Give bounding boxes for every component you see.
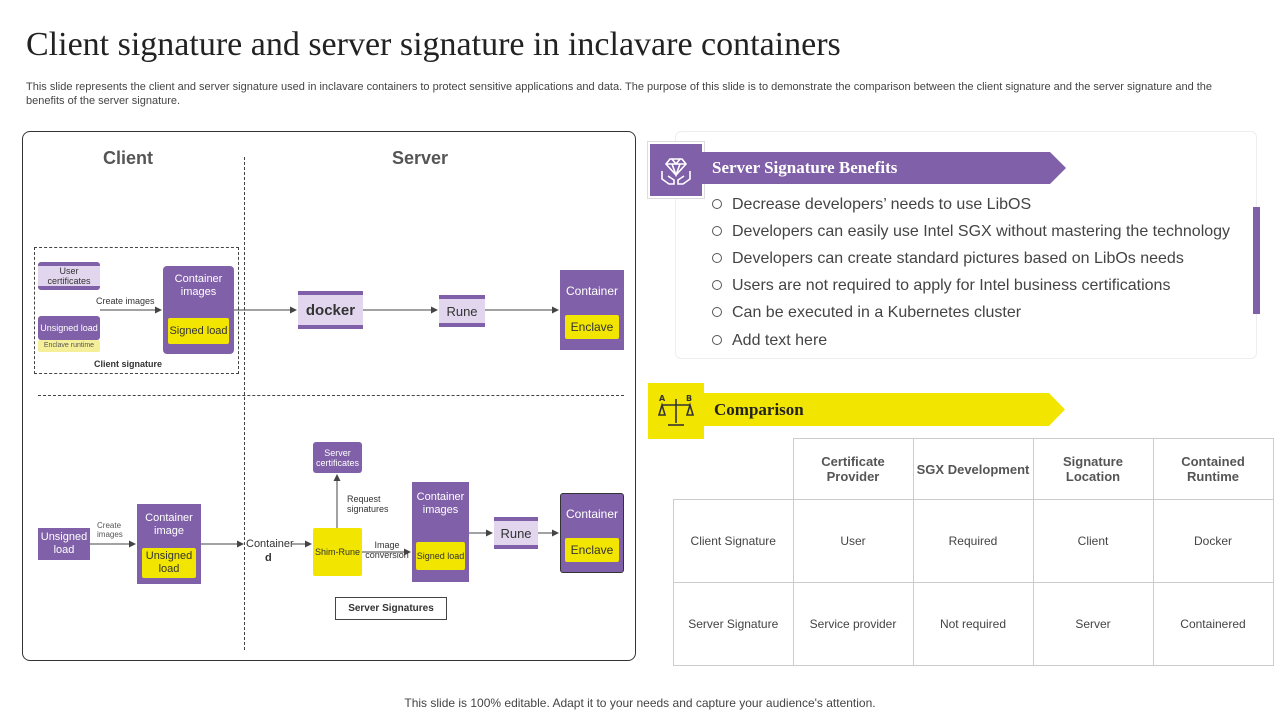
bullet-icon: [712, 252, 722, 263]
rune-box-bottom: Rune: [494, 517, 538, 549]
enclave-box-bottom: Enclave: [565, 538, 619, 562]
table-cell: Containered: [1152, 582, 1274, 666]
containerd-label: Container: [246, 538, 294, 550]
container-images-label-bottom: Container images: [416, 491, 465, 516]
container-image-label: Container image: [145, 512, 193, 537]
unsigned-load-inner-box: Unsigned load: [142, 548, 196, 578]
table-cell: Server: [1032, 582, 1154, 666]
container-images-label: Container images: [174, 273, 223, 298]
client-signature-label: Client signature: [94, 359, 163, 369]
create-images-label-bottom: Create images: [97, 521, 123, 539]
page-subtitle: This slide represents the client and ser…: [26, 81, 1213, 107]
unsigned-load-box-bottom: Unsigned load: [38, 528, 90, 560]
benefits-heading: Server Signature Benefits: [702, 152, 1066, 184]
table-cell: Service provider: [792, 582, 914, 666]
column-header: Signature Location: [1032, 438, 1154, 500]
containerd-label-suffix: d: [265, 552, 272, 564]
benefit-item: Developers can easily use Intel SGX with…: [712, 223, 1230, 250]
server-signatures-label: Server Signatures: [335, 597, 447, 620]
row-label: Server Signature: [673, 582, 794, 666]
scale-ab-icon: A B: [648, 383, 704, 439]
bullet-icon: [712, 198, 722, 209]
bullet-icon: [712, 334, 722, 345]
benefit-item: Decrease developers’ needs to use LibOS: [712, 196, 1230, 223]
diagram-panel: [22, 131, 636, 661]
svg-text:A: A: [659, 394, 666, 403]
docker-box: docker: [298, 291, 363, 329]
unsigned-load-box: Unsigned load: [38, 316, 100, 340]
table-row: Client Signature User Required Client Do…: [673, 499, 1274, 583]
svg-text:B: B: [686, 394, 692, 403]
benefit-item: Can be executed in a Kubernetes cluster: [712, 304, 1230, 332]
comparison-table-wrap: Certificate Provider SGX Development Sig…: [673, 438, 1274, 666]
row-label: Client Signature: [673, 499, 794, 583]
table-cell: Docker: [1152, 499, 1274, 583]
column-header: Contained Runtime: [1152, 438, 1274, 500]
container-label-top: Container: [565, 284, 619, 298]
request-signatures-label: Request signatures: [347, 494, 389, 514]
footer-note: This slide is 100% editable. Adapt it to…: [404, 696, 876, 710]
bullet-icon: [712, 225, 722, 236]
column-header: SGX Development: [912, 438, 1034, 500]
enclave-box-top: Enclave: [565, 315, 619, 339]
bullet-icon: [712, 279, 722, 290]
diamond-hands-icon: [648, 142, 704, 198]
table-cell: Client: [1032, 499, 1154, 583]
server-certificates-box: Server certificates: [313, 442, 362, 473]
table-cell: Not required: [912, 582, 1034, 666]
page-title: Client signature and server signature in…: [26, 26, 841, 63]
column-divider: [244, 157, 245, 650]
table-corner-cell: [673, 438, 794, 500]
create-images-label: Create images: [96, 296, 155, 306]
comparison-table: Certificate Provider SGX Development Sig…: [673, 438, 1274, 666]
signed-load-box: Signed load: [168, 318, 229, 344]
client-heading: Client: [103, 148, 154, 168]
signed-load-box-bottom: Signed load: [416, 542, 465, 570]
table-cell: Required: [912, 499, 1034, 583]
benefit-item: Users are not required to apply for Inte…: [712, 277, 1230, 304]
column-header: Certificate Provider: [792, 438, 914, 500]
benefit-item: Developers can create standard pictures …: [712, 250, 1230, 277]
benefits-accent-bar: [1253, 207, 1260, 314]
row-divider: [38, 395, 624, 396]
comparison-heading: Comparison: [704, 393, 1065, 426]
table-cell: User: [792, 499, 914, 583]
table-header-row: Certificate Provider SGX Development Sig…: [673, 438, 1274, 500]
bullet-icon: [712, 306, 722, 317]
user-certificates-box: User certificates: [38, 262, 100, 290]
benefit-item: Add text here: [712, 332, 1230, 359]
server-heading: Server: [392, 148, 449, 168]
table-row: Server Signature Service provider Not re…: [673, 582, 1274, 666]
shim-rune-box: Shim-Rune: [313, 528, 362, 576]
rune-box-top: Rune: [439, 295, 485, 327]
enclave-runtime-tag: Enclave runtime: [38, 340, 100, 352]
benefits-list: Decrease developers’ needs to use LibOS …: [712, 196, 1230, 359]
container-label-bottom: Container: [565, 507, 619, 521]
image-conversion-label: Image conversion: [365, 540, 409, 560]
